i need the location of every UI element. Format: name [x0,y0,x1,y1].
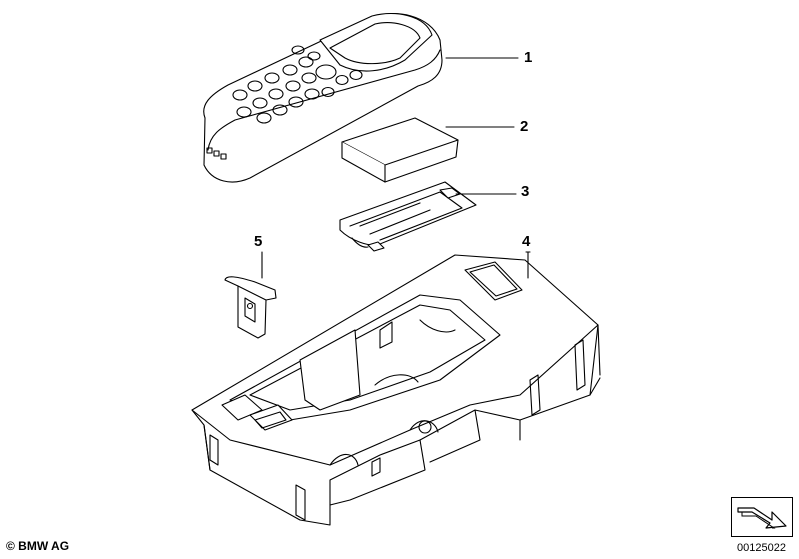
label-part-2: 2 [520,118,529,135]
catalog-id: 00125022 [737,542,786,554]
diagonal-arrow-icon [731,497,793,537]
console-tray-part-4[interactable] [191,254,601,526]
leader-lines [261,57,531,279]
handset-part-1[interactable] [203,13,443,183]
copyright-text: © BMW AG [6,539,70,553]
label-part-4: 4 [522,233,531,250]
label-part-1: 1 [524,49,533,66]
clip-part-5[interactable] [224,276,277,339]
keypad-buttons [232,45,363,124]
battery-cover-part-3[interactable] [339,181,477,252]
label-part-3: 3 [521,183,530,200]
label-part-5: 5 [254,233,263,250]
battery-part-2[interactable] [341,117,459,183]
